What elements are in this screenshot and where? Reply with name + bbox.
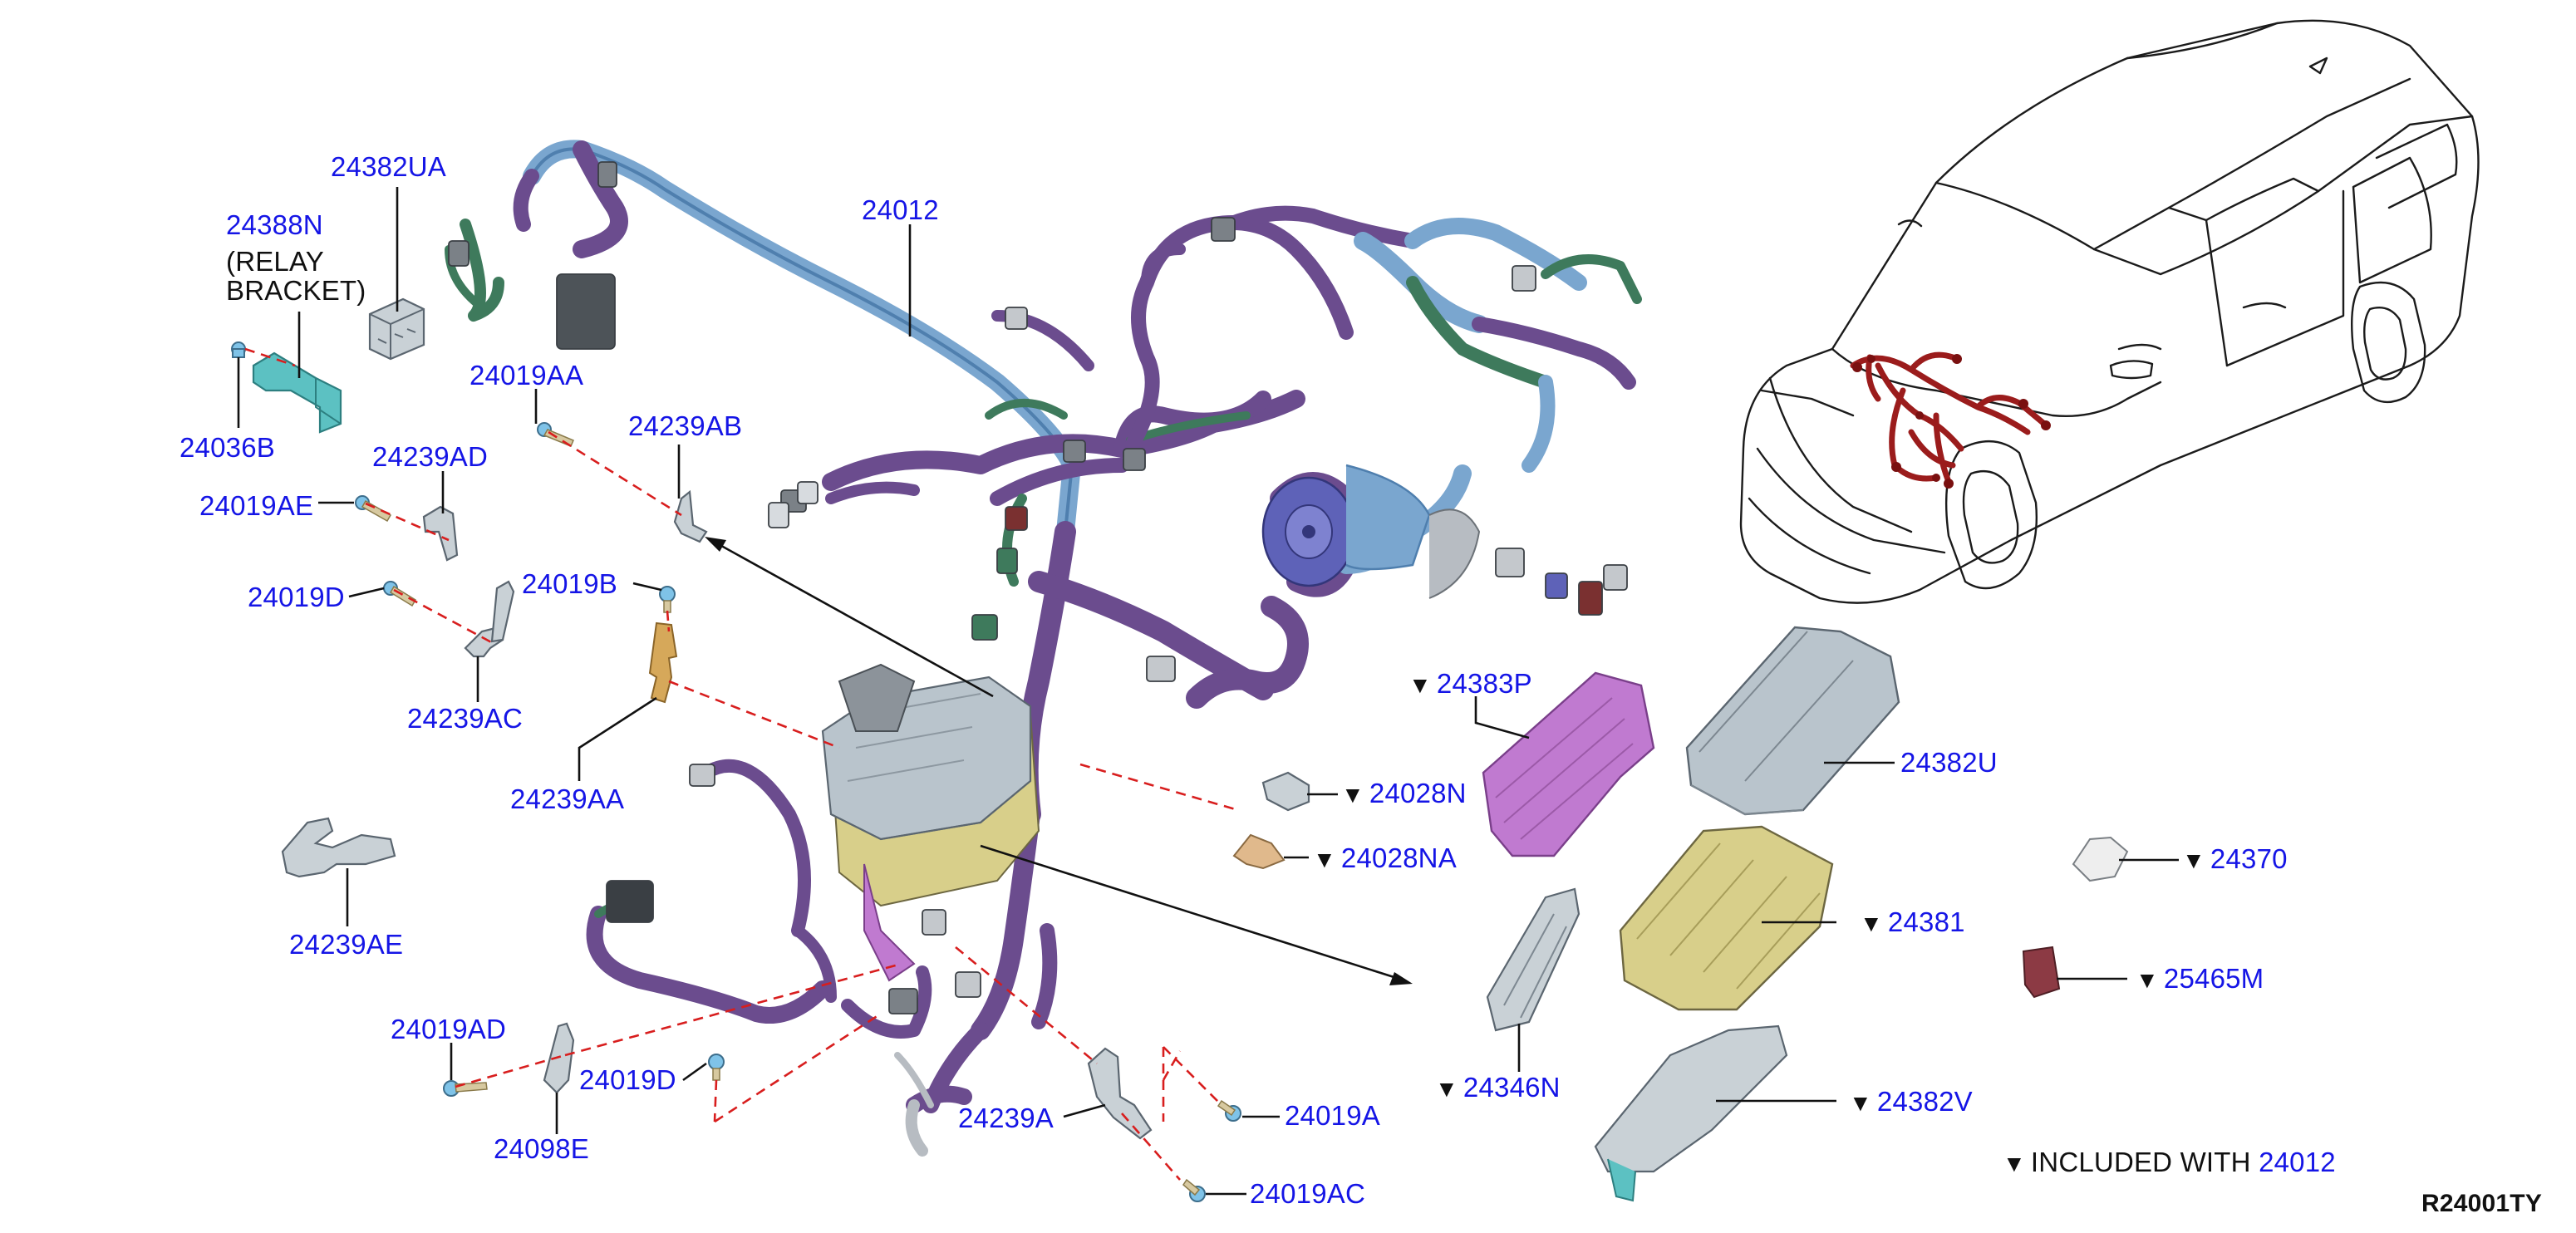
label-24098E: 24098E xyxy=(494,1133,589,1164)
part-24028NA-clip xyxy=(1232,833,1286,870)
label-24239AD: 24239AD xyxy=(372,441,489,472)
label-24382U: 24382U xyxy=(1900,747,1998,778)
part-24019D-bolt-lower xyxy=(708,1054,725,1081)
label-24383P: ▼24383P xyxy=(1408,668,1532,699)
vehicle-harness-highlight xyxy=(1850,351,2048,485)
part-24382UA-relay xyxy=(368,297,425,361)
label-24370: ▼24370 xyxy=(2182,843,2288,874)
part-24019B-bolt xyxy=(659,586,676,613)
label-24239AE: 24239AE xyxy=(289,929,404,960)
label-relay-bracket-line1: (RELAY xyxy=(226,246,324,277)
part-24382U-cover xyxy=(1685,626,1900,816)
label-24239AC: 24239AC xyxy=(407,703,524,734)
legend-text: INCLUDED WITH xyxy=(2030,1147,2251,1177)
label-24239A: 24239A xyxy=(958,1103,1054,1133)
triangle-marker: ▼ xyxy=(2003,1151,2026,1177)
label-24382V: ▼24382V xyxy=(1849,1086,1973,1117)
label-24381: ▼24381 xyxy=(1860,906,1965,937)
part-24382V-lower-cover xyxy=(1594,1024,1788,1202)
label-24019A: 24019A xyxy=(1285,1100,1380,1131)
diagram-id: R24001TY xyxy=(2421,1190,2543,1217)
triangle-marker: ▼ xyxy=(1860,911,1883,936)
triangle-marker: ▼ xyxy=(2136,967,2159,993)
part-25465M-relay xyxy=(2022,946,2061,999)
leader-lines xyxy=(237,187,2179,1196)
part-24239AB-bracket xyxy=(673,489,708,543)
part-24019AE-bolt xyxy=(355,495,392,523)
label-24388N: 24388N xyxy=(226,209,323,240)
main-harness xyxy=(445,140,1642,1157)
part-24381-fusebox xyxy=(1619,825,1834,1011)
label-24036B: 24036B xyxy=(179,432,275,463)
legend-part: 24012 xyxy=(2259,1147,2336,1177)
part-24239AC-bracket xyxy=(464,580,515,658)
label-24019D-upper: 24019D xyxy=(248,582,345,612)
label-24019AC: 24019AC xyxy=(1250,1178,1366,1209)
part-24019AD-bolt xyxy=(443,1080,488,1097)
assembly-dashed-lines xyxy=(244,347,1239,1181)
legend-included-with: ▼INCLUDED WITH 24012 xyxy=(2003,1148,2336,1176)
part-24239AA-bracket xyxy=(648,621,678,704)
label-24019D-lower: 24019D xyxy=(579,1064,676,1095)
triangle-marker: ▼ xyxy=(1408,672,1432,698)
part-24239A-bracket xyxy=(1087,1047,1153,1140)
part-24019AA-bolt xyxy=(537,422,574,447)
triangle-marker: ▼ xyxy=(2182,847,2205,873)
label-24019B: 24019B xyxy=(522,568,617,599)
part-24239AD-bracket xyxy=(422,505,459,562)
part-24028N-clip xyxy=(1261,771,1310,812)
part-24346N-bracket xyxy=(1486,887,1581,1032)
label-24239AB: 24239AB xyxy=(628,410,743,441)
part-24239AE-bracket xyxy=(281,817,396,878)
label-24028NA: ▼24028NA xyxy=(1313,842,1457,873)
part-24019AC-bolt xyxy=(1182,1178,1206,1202)
label-25465M: ▼25465M xyxy=(2136,963,2264,994)
label-24239AA: 24239AA xyxy=(510,784,625,814)
reference-arrows xyxy=(705,537,1413,985)
blower-unit xyxy=(1261,464,1481,599)
triangle-marker: ▼ xyxy=(1849,1090,1872,1116)
part-24019A-bolt xyxy=(1217,1099,1241,1122)
part-24388N-relay-bracket xyxy=(252,351,342,434)
harness-connectors xyxy=(448,161,1628,1014)
label-24019AD: 24019AD xyxy=(391,1014,507,1044)
label-relay-bracket-line2: BRACKET) xyxy=(226,275,366,306)
label-24028N: ▼24028N xyxy=(1341,778,1467,808)
part-24383P-cover xyxy=(1482,671,1655,857)
label-24346N: ▼24346N xyxy=(1435,1072,1561,1103)
part-24370-relay xyxy=(2072,836,2129,882)
vehicle-illustration xyxy=(1739,19,2480,604)
triangle-marker: ▼ xyxy=(1313,847,1336,872)
triangle-marker: ▼ xyxy=(1435,1076,1458,1102)
part-24036B-bolt xyxy=(231,341,246,358)
label-24019AA: 24019AA xyxy=(469,360,584,391)
label-24382UA: 24382UA xyxy=(331,151,447,182)
triangle-marker: ▼ xyxy=(1341,782,1364,808)
label-24012: 24012 xyxy=(862,194,939,225)
harness-fusebox xyxy=(821,663,1040,982)
label-24019AE: 24019AE xyxy=(199,490,314,521)
